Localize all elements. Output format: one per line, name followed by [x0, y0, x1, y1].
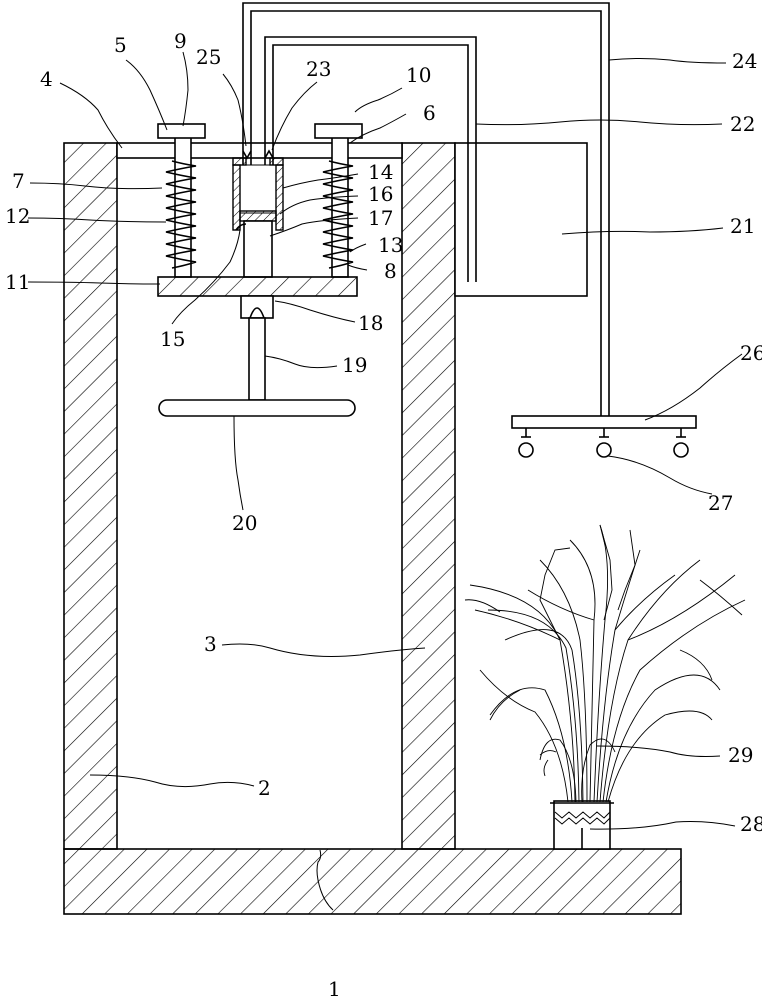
connector: [240, 295, 274, 319]
label-29: 29: [728, 743, 753, 767]
outer-pipe-inner: [250, 10, 602, 416]
label-17: 17: [368, 206, 393, 230]
check-valve-right: [264, 149, 274, 159]
label-21: 21: [730, 214, 755, 238]
flower-pot: [550, 800, 614, 850]
label-7: 7: [12, 169, 25, 193]
label-12: 12: [5, 204, 30, 228]
label-6: 6: [423, 101, 436, 125]
rod-cap-left: [157, 123, 206, 139]
cylinder-chamber: [239, 164, 277, 214]
label-13: 13: [378, 233, 403, 257]
label-22: 22: [730, 112, 755, 136]
label-9: 9: [174, 29, 187, 53]
label-15: 15: [160, 327, 185, 351]
guide-rod-right: [331, 136, 349, 278]
label-24: 24: [732, 49, 757, 73]
push-rod: [248, 317, 266, 401]
top-plate: [116, 142, 403, 159]
check-valve-left: [242, 150, 252, 160]
inner-pipe: [264, 36, 477, 282]
cylinder-wall-left: [232, 164, 241, 231]
label-8: 8: [384, 259, 397, 283]
spring-left: [165, 160, 197, 269]
label-16: 16: [368, 182, 393, 206]
callouts: 1 2 3 4 5 6 7 8 9 10 11 12 13 14 15 16 1…: [5, 29, 762, 1000]
label-2: 2: [258, 776, 271, 800]
piston-rod: [243, 220, 273, 278]
moving-plate: [157, 276, 358, 297]
piston: [239, 210, 277, 222]
label-26: 26: [740, 341, 762, 365]
label-14: 14: [368, 160, 393, 184]
leader-lines: [27, 51, 743, 911]
label-27: 27: [708, 491, 733, 515]
guide-rod-left: [174, 136, 192, 278]
sprinkler-plate: [511, 415, 697, 429]
label-3: 3: [204, 632, 217, 656]
label-4: 4: [40, 67, 53, 91]
cylinder-cap-left: [232, 157, 247, 166]
rod-cap-right: [314, 123, 363, 139]
seal-ring: [235, 223, 247, 231]
label-10: 10: [406, 63, 431, 87]
press-plate: [158, 399, 356, 417]
label-11: 11: [5, 270, 30, 294]
plant: [464, 524, 746, 803]
label-25: 25: [196, 45, 221, 69]
outer-pipe: [242, 2, 610, 416]
label-18: 18: [358, 311, 383, 335]
label-20: 20: [232, 511, 257, 535]
inner-pipe-inner: [272, 44, 469, 282]
label-28: 28: [740, 812, 762, 836]
base-plate: [63, 848, 682, 915]
right-wall: [401, 142, 456, 850]
connector-arc: [249, 307, 265, 319]
nozzles: [518, 428, 689, 458]
water-tank: [454, 142, 588, 297]
cylinder-cap-right: [269, 157, 284, 166]
label-19: 19: [342, 353, 367, 377]
label-1: 1: [328, 977, 341, 1000]
label-23: 23: [306, 57, 331, 81]
left-wall: [63, 142, 118, 850]
cylinder-wall-right: [275, 164, 284, 231]
label-5: 5: [114, 33, 127, 57]
